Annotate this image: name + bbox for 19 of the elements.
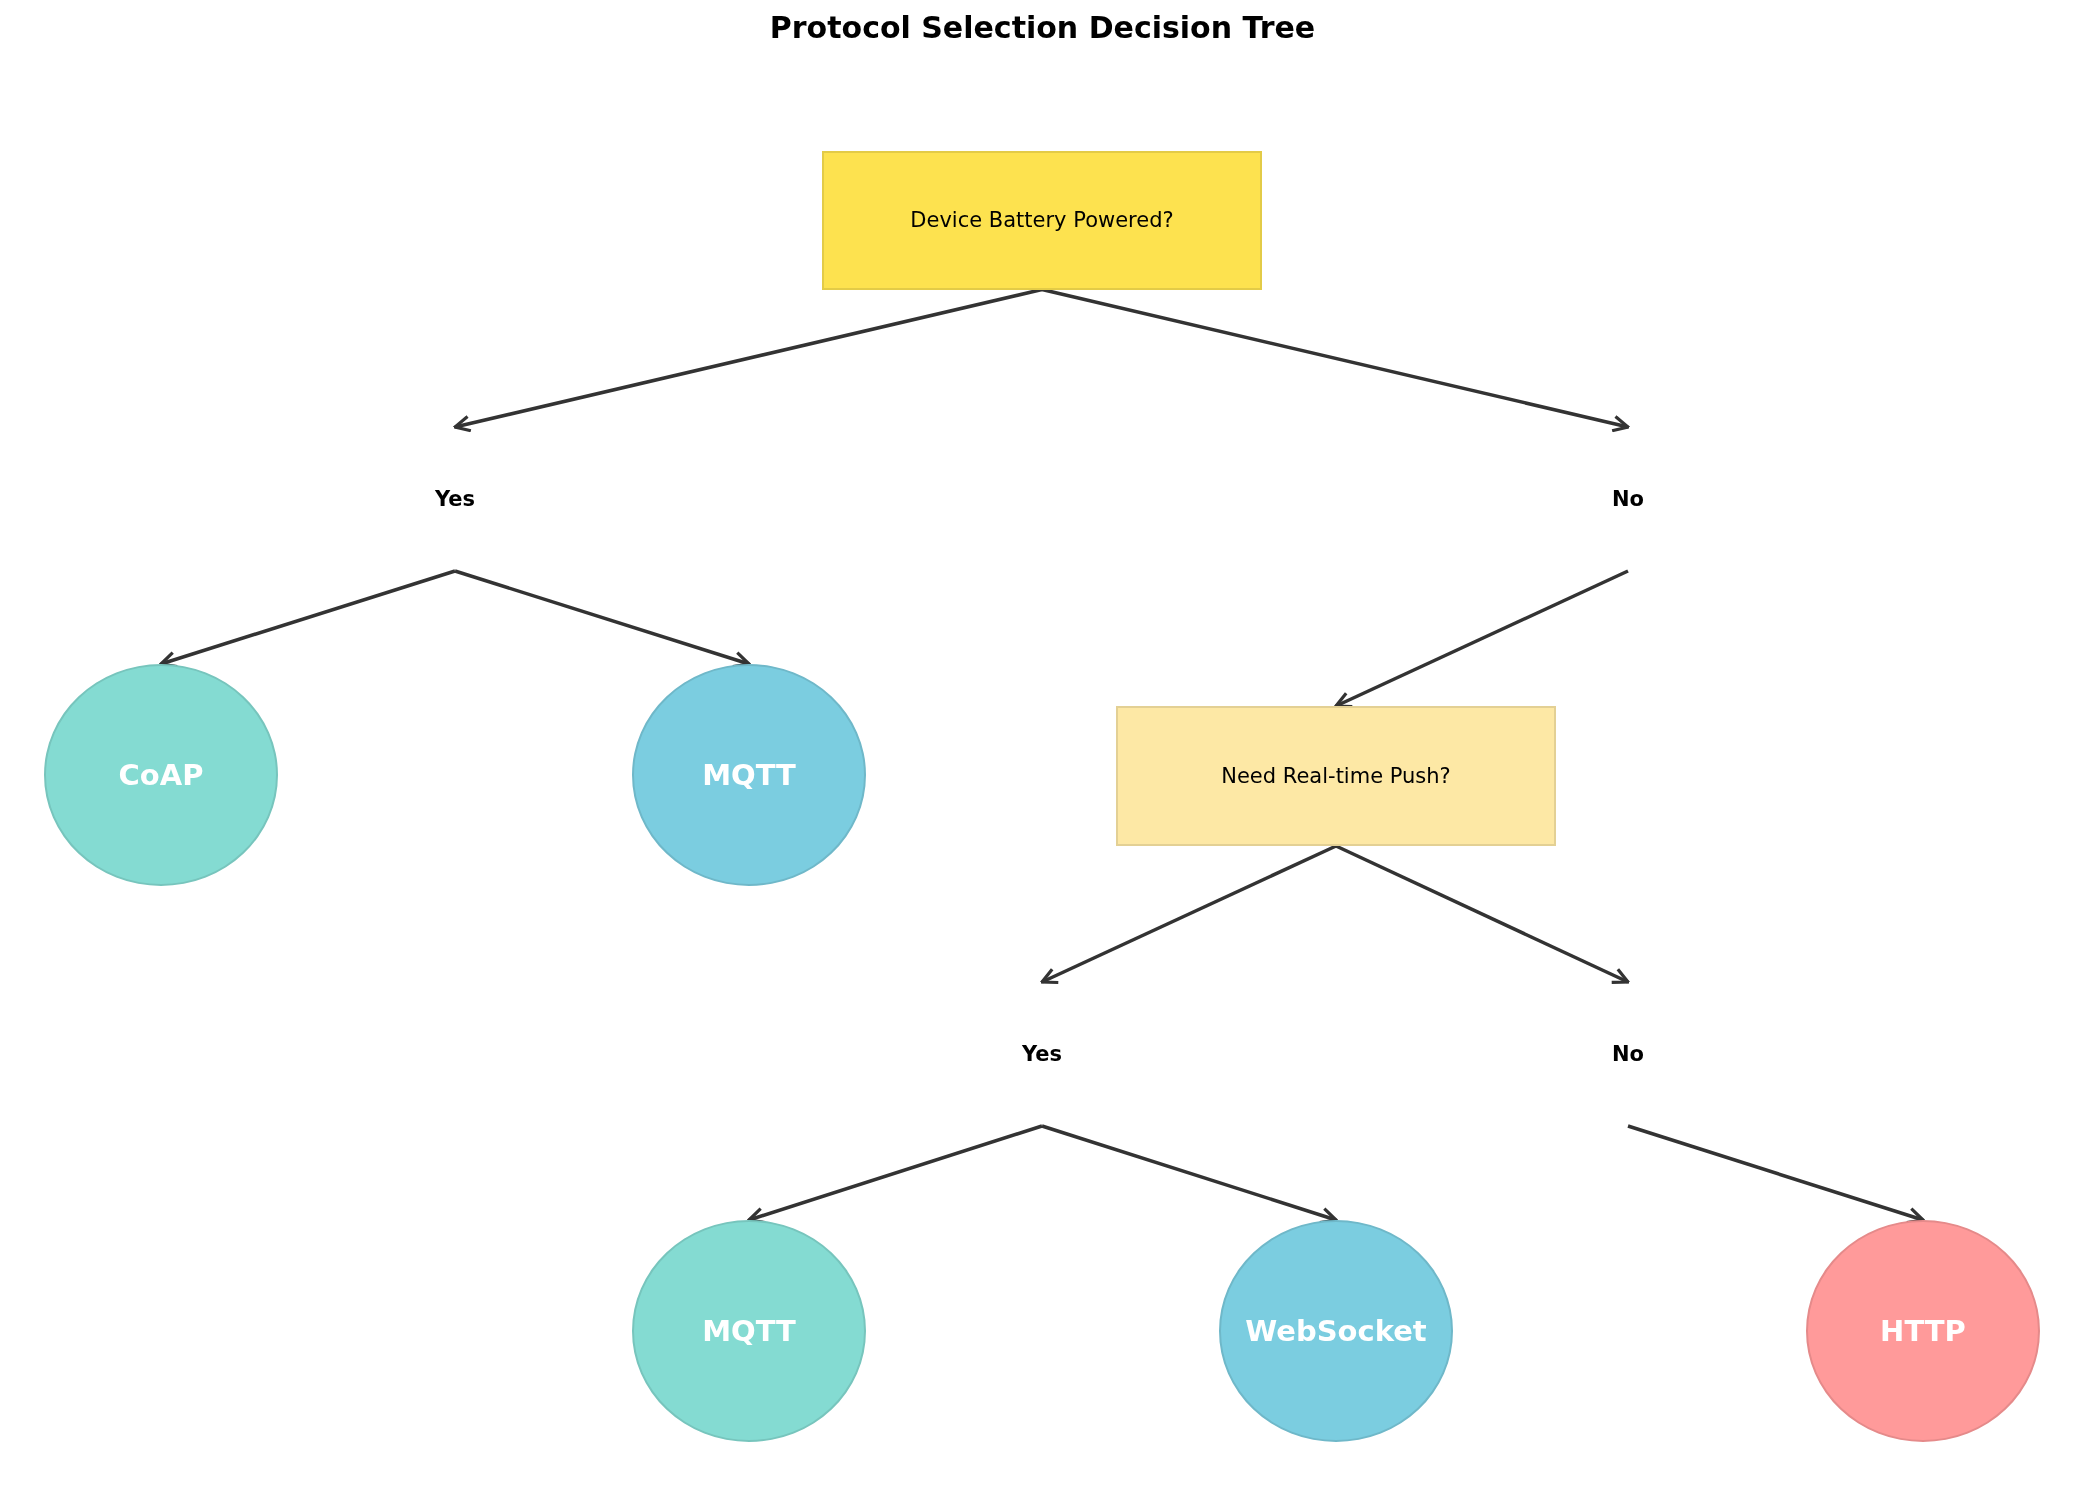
node-text: Device Battery Powered? xyxy=(910,208,1174,232)
arrow xyxy=(1040,844,1337,985)
branch-text: Yes xyxy=(1022,1042,1062,1066)
branch-text: No xyxy=(1612,487,1644,511)
decision-box xyxy=(822,150,1262,290)
node-text: WebSocket xyxy=(1245,1314,1427,1348)
arrow xyxy=(1335,844,1630,985)
decision-box xyxy=(1116,706,1556,846)
node-text: HTTP xyxy=(1880,1314,1966,1348)
branch-text: No xyxy=(1612,1042,1644,1066)
arrow xyxy=(1334,569,1629,709)
branch-text: Yes xyxy=(435,487,475,511)
node-text: MQTT xyxy=(702,1314,796,1348)
arrow xyxy=(453,287,1043,433)
node-text: MQTT xyxy=(702,758,796,792)
node-text: CoAP xyxy=(118,758,204,792)
node-text: Need Real-time Push? xyxy=(1221,764,1451,788)
arrow xyxy=(1041,287,1630,433)
diagram-title: Protocol Selection Decision Tree xyxy=(768,10,1317,45)
